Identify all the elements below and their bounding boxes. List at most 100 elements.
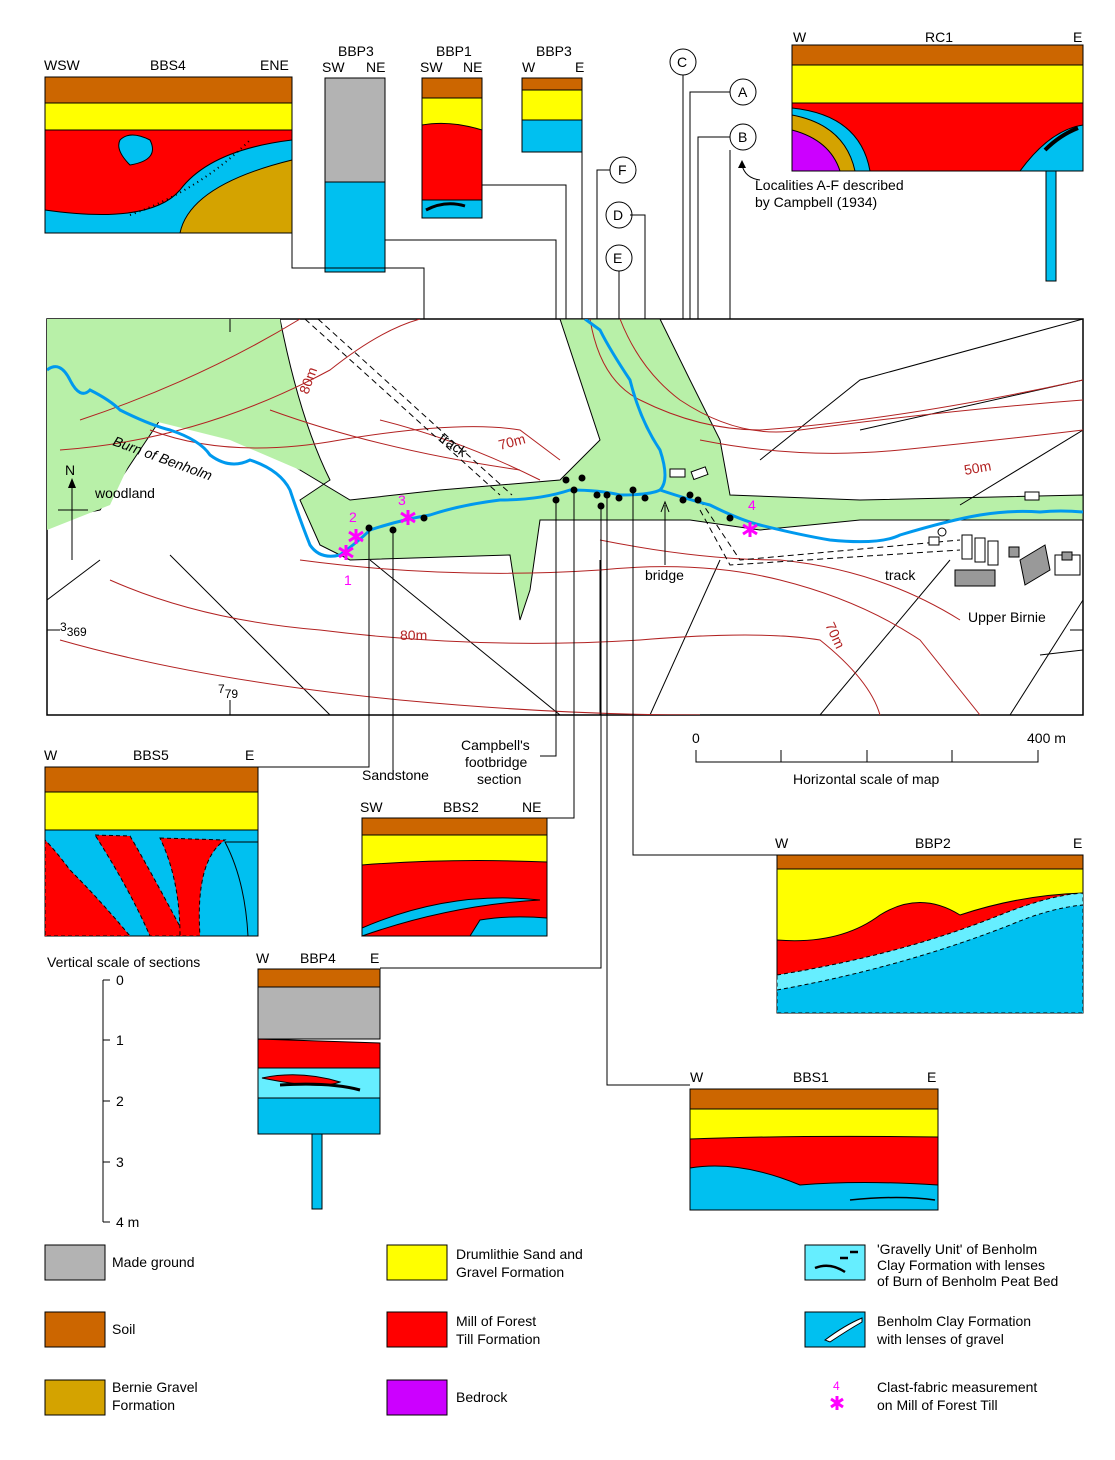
locality-note-line2: by Campbell (1934): [755, 194, 877, 210]
vscale-tick-0: 0: [116, 972, 124, 988]
rc1-bedrock: [791, 129, 841, 172]
section-bbs2: SW BBS2 NE: [360, 799, 548, 937]
clast-site-1: 1: [344, 572, 352, 588]
section-bbs2-left: SW: [360, 799, 383, 815]
section-bbp2-title: BBP2: [915, 835, 951, 851]
legend-mof-1: Mill of Forest: [456, 1313, 536, 1329]
legend-swatch-soil: [44, 1311, 106, 1348]
section-bbp3b-left: W: [522, 59, 536, 75]
grid-northing-label: 3369: [60, 620, 87, 639]
locality-b-label: B: [738, 129, 747, 145]
section-rc1: W RC1 E: [791, 29, 1084, 282]
legend-bernie-1: Bernie Gravel: [112, 1379, 198, 1395]
vscale-title: Vertical scale of sections: [47, 954, 200, 970]
legend-swatch-mill-of-forest: [386, 1311, 448, 1348]
leader-lines-bottom: [258, 490, 777, 1086]
section-rc1-title: RC1: [925, 29, 953, 45]
track-lines: [304, 319, 961, 566]
section-bbs2-right: NE: [522, 799, 541, 815]
rc1-gravel-lens: [1043, 126, 1079, 152]
locality-d-label: D: [613, 207, 623, 223]
grid-easting-label: 779: [218, 682, 238, 701]
section-bbs4-left: WSW: [44, 57, 81, 73]
rc1-clay-east: [1019, 124, 1084, 172]
localities: C A B F D E Localities A-F described by …: [605, 48, 904, 272]
section-bbs1-left: W: [690, 1069, 704, 1085]
section-bbp4-left: W: [256, 950, 270, 966]
section-bbs1-right: E: [927, 1069, 936, 1085]
section-bbs4-title: BBS4: [150, 57, 186, 73]
section-bbp3b-title: BBP3: [536, 43, 572, 59]
section-bbp2-right: E: [1073, 835, 1082, 851]
legend-clast-1: Clast-fabric measurement: [877, 1379, 1037, 1395]
legend-swatch-made-ground: [44, 1244, 106, 1281]
scale-title: Horizontal scale of map: [793, 771, 940, 787]
section-bbp3b-right: E: [575, 59, 584, 75]
legend-benholm-2: with lenses of gravel: [876, 1331, 1004, 1347]
legend-soil: Soil: [112, 1321, 135, 1337]
bbs4-soil: [44, 76, 293, 104]
legend-swatch-benholm-clay: [804, 1311, 866, 1348]
legend-swatch-bedrock: [386, 1379, 448, 1416]
legend-gravelly-1: 'Gravelly Unit' of Benholm: [877, 1241, 1037, 1257]
legend-clast-number: 4: [833, 1379, 840, 1393]
section-bbp3b: BBP3 W E: [521, 43, 584, 153]
section-rc1-left: W: [793, 29, 807, 45]
bbp3a-clay: [324, 181, 386, 273]
section-bbp1-left: SW: [420, 59, 443, 75]
legend-swatch-drumlithie: [386, 1244, 448, 1281]
vscale-tick-3: 3: [116, 1154, 124, 1170]
legend-made-ground: Made ground: [112, 1254, 195, 1270]
legend-bernie-2: Formation: [112, 1397, 175, 1413]
section-bbs1: W BBS1 E: [689, 1069, 939, 1211]
woodland-label: woodland: [94, 485, 155, 501]
section-bbp2-left: W: [775, 835, 789, 851]
bbp1-till: [421, 122, 483, 201]
legend-drumlithie-1: Drumlithie Sand and: [456, 1246, 583, 1262]
legend-benholm-1: Benholm Clay Formation: [877, 1313, 1031, 1329]
legend-clast-asterisk-icon: [830, 1396, 844, 1410]
north-label: N: [65, 462, 75, 478]
contour-label-50: 50m: [963, 457, 993, 477]
section-bbp4-right: E: [370, 950, 379, 966]
bridge-label: bridge: [645, 567, 684, 583]
locality-c-label: C: [677, 54, 687, 70]
clast-site-2: 2: [349, 509, 357, 525]
legend-gravelly-3: of Burn of Benholm Peat Bed: [877, 1273, 1058, 1289]
rc1-core: [1045, 170, 1057, 282]
vscale-tick-4: 4 m: [116, 1214, 139, 1230]
section-bbp3a-title: BBP3: [338, 43, 374, 59]
section-bbp1-title: BBP1: [436, 43, 472, 59]
footbridge-label-3: section: [477, 771, 521, 787]
bbp1-gravel-lens: [425, 202, 466, 212]
locality-e-label: E: [613, 250, 622, 266]
contours: [59, 319, 1083, 715]
section-bbs1-title: BBS1: [793, 1069, 829, 1085]
bbp3a-made-ground: [324, 77, 386, 183]
section-bbs4: WSW BBS4 ENE: [44, 57, 293, 234]
rc1-soil: [791, 44, 1084, 66]
section-bbs2-title: BBS2: [443, 799, 479, 815]
north-arrow-icon: [58, 478, 88, 560]
section-rc1-right: E: [1073, 29, 1082, 45]
legend-gravelly-2: Clay Formation with lenses: [877, 1257, 1045, 1273]
clast-site-3: 3: [398, 492, 406, 508]
locality-note-line1: Localities A-F described: [755, 177, 904, 193]
clast-markers: 1 2 3 4: [338, 492, 758, 588]
bbs4-clay-lens: [118, 134, 153, 166]
legend-swatch-gravelly: [804, 1244, 866, 1281]
track-label-2: track: [885, 567, 916, 583]
bbs4-bernie: [179, 159, 293, 234]
footbridge-label-1: Campbell's: [461, 737, 530, 753]
legend-swatch-bernie: [44, 1379, 106, 1416]
section-bbp3a-right: NE: [366, 59, 385, 75]
legend-drumlithie-2: Gravel Formation: [456, 1264, 564, 1280]
scale-bar: [695, 750, 1039, 763]
legend-bedrock: Bedrock: [456, 1389, 508, 1405]
sandstone-label: Sandstone: [362, 767, 429, 783]
section-bbs5-title: BBS5: [133, 747, 169, 763]
bridge-arrow-icon: [660, 500, 670, 565]
buildings: [669, 466, 1081, 587]
clast-site-4: 4: [748, 497, 756, 513]
